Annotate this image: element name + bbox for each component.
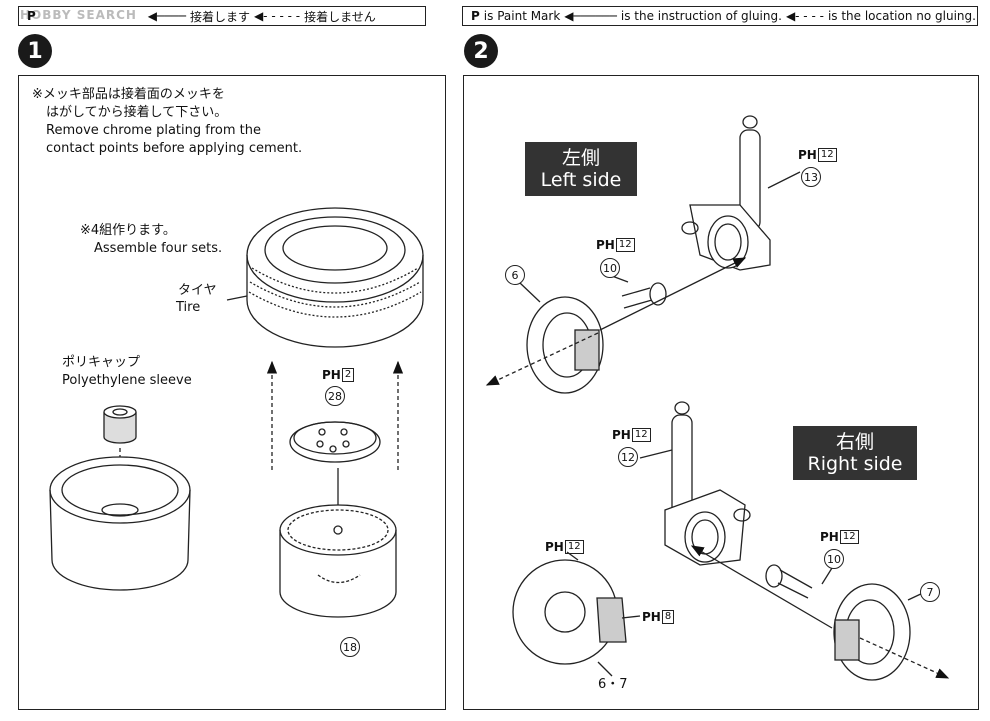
paint-code: 12 [631, 428, 651, 442]
part-number-13: 13 [801, 167, 821, 187]
paint-mark-6-7: PH 12 [545, 540, 584, 554]
paint-code: 8 [661, 610, 675, 624]
paint-mark-label: PH [612, 428, 631, 442]
paint-mark-10-right: PH 12 [820, 530, 859, 544]
solid-arrow-icon: ◀────── [564, 9, 617, 23]
paint-mark-12: PH 12 [612, 428, 651, 442]
left-side-en: Left side [540, 169, 622, 191]
part-number-12: 12 [618, 447, 638, 467]
paint-mark-label: P [471, 9, 480, 23]
legend-no-glue-text: is the location no gluing. [827, 9, 976, 23]
chrome-note-ja-2: はがしてから接着して下さい。 [46, 105, 228, 120]
paint-code: 12 [839, 530, 859, 544]
legend-glue-text: is the instruction of gluing. [620, 9, 782, 23]
paint-mark-label: PH [596, 238, 615, 252]
legend-english: P is Paint Mark ◀────── is the instructi… [462, 6, 978, 26]
paint-code: 2 [341, 368, 355, 382]
right-side-ja: 右側 [835, 431, 874, 453]
right-side-en: Right side [807, 453, 903, 475]
part-number-7: 7 [920, 582, 940, 602]
part-number-6-7: 6・7 [598, 677, 628, 692]
left-side-ja: 左側 [561, 147, 600, 169]
paint-mark-label: PH [820, 530, 839, 544]
paint-code: 12 [564, 540, 584, 554]
tire-drawing [246, 207, 424, 348]
chrome-note-ja-1: ※メッキ部品は接着面のメッキを [32, 87, 225, 102]
step2-panel [463, 75, 979, 710]
solid-arrow-icon: ◀──── [147, 9, 186, 23]
step1-panel [18, 75, 446, 710]
legend-glue-text: 接着します [189, 9, 250, 24]
paint-mark-label: PH [642, 610, 661, 624]
step-number-2: 2 [464, 34, 498, 68]
part-number-28: 28 [325, 386, 345, 406]
tire-label-en: Tire [176, 300, 201, 315]
dashed-arrow-icon: ◀- - - - [785, 9, 824, 23]
sleeve-label-en: Polyethylene sleeve [62, 373, 192, 388]
dashed-arrow-icon: ◀- - - - - [253, 9, 301, 23]
step-number-1: 1 [18, 34, 52, 68]
legend-no-glue-text: 接着しません [304, 9, 376, 24]
part-number-18: 18 [340, 637, 360, 657]
right-side-badge: 右側 Right side [793, 426, 917, 480]
paint-mark-label: PH [545, 540, 564, 554]
left-side-badge: 左側 Left side [525, 142, 637, 196]
legend-paint-text: is Paint Mark [483, 9, 561, 23]
sets-note-ja: ※4組作ります。 [80, 223, 176, 238]
paint-mark-label: PH [798, 148, 817, 162]
sets-note-en: Assemble four sets. [94, 241, 223, 256]
legend-japanese: P ◀──── 接着します ◀- - - - - 接着しません [18, 6, 426, 26]
paint-mark-13: PH 12 [798, 148, 837, 162]
watermark-logo: HOBBY SEARCH [20, 8, 137, 22]
paint-mark-label: P [27, 9, 36, 23]
chrome-note-en-2: contact points before applying cement. [46, 141, 303, 156]
paint-mark-28: PH 2 [322, 368, 355, 382]
part-number-10-right: 10 [824, 549, 844, 569]
part-number-6: 6 [505, 265, 525, 285]
paint-code: 12 [615, 238, 635, 252]
paint-mark-label: PH [322, 368, 341, 382]
sleeve-label-ja: ポリキャップ [62, 355, 141, 370]
paint-code: 12 [817, 148, 837, 162]
tire-label-ja: タイヤ [178, 283, 217, 298]
paint-mark-10-left: PH 12 [596, 238, 635, 252]
part-number-10-left: 10 [600, 258, 620, 278]
chrome-note-en-1: Remove chrome plating from the [46, 123, 261, 138]
paint-mark-caliper: PH 8 [642, 610, 675, 624]
